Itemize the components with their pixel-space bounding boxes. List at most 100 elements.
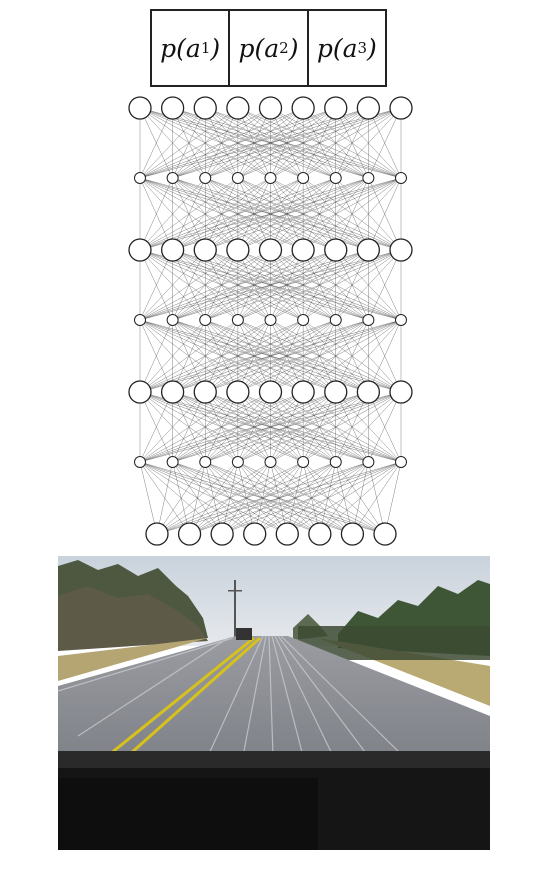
connection-line <box>139 391 336 463</box>
connection-line <box>139 107 173 179</box>
hidden-neuron-node <box>329 314 342 326</box>
connection-line <box>139 319 206 393</box>
neuron-node <box>356 380 381 404</box>
connection-line <box>139 177 304 251</box>
hidden-neuron-node <box>231 172 244 184</box>
connection-line <box>237 319 402 393</box>
hidden-neuron-node <box>166 172 179 184</box>
connection-line <box>237 249 402 321</box>
connection-line <box>156 461 239 535</box>
connection-line <box>139 107 271 179</box>
hidden-neuron-node <box>134 314 146 326</box>
neuron-node <box>356 238 381 262</box>
neuron-node <box>193 238 217 262</box>
hidden-neuron-node <box>329 172 342 184</box>
connection-line <box>302 319 402 393</box>
neuron-node <box>324 238 348 262</box>
connection-line <box>139 249 402 321</box>
neuron-node <box>258 96 283 120</box>
connection-line <box>368 177 402 251</box>
hidden-neuron-node <box>231 456 244 468</box>
left-grass <box>58 638 208 681</box>
hidden-neuron-node <box>362 172 375 184</box>
connection-line <box>139 391 402 463</box>
neuron-node <box>226 96 250 120</box>
connection-line <box>287 461 402 535</box>
connection-line <box>254 461 402 535</box>
connection-line <box>139 461 158 535</box>
connection-line <box>139 107 369 179</box>
neural-network-diagram <box>128 96 413 546</box>
neuron-node <box>258 238 283 262</box>
connection-line <box>156 461 336 535</box>
neuron-node <box>308 522 332 546</box>
connection-line <box>139 249 304 321</box>
connection-line <box>139 177 173 251</box>
connection-line <box>139 177 402 251</box>
neuron-node <box>324 96 348 120</box>
hidden-neuron-node <box>264 314 277 326</box>
neuron-node <box>128 96 152 120</box>
connection-line <box>139 177 271 251</box>
connection-line <box>319 461 402 535</box>
hidden-neuron-node <box>134 172 146 184</box>
connection-line <box>156 461 369 535</box>
connection-line <box>139 319 304 393</box>
neuron-node <box>193 96 217 120</box>
connection-line <box>270 107 402 179</box>
neuron-node <box>145 522 169 546</box>
connection-line <box>205 319 402 393</box>
neuron-node <box>258 380 283 404</box>
neuron-node <box>210 522 234 546</box>
hidden-neuron-node <box>264 456 277 468</box>
neuron-node <box>356 96 381 120</box>
connection-line <box>302 177 402 251</box>
connection-line <box>139 107 402 179</box>
connection-line <box>172 177 402 251</box>
connection-line <box>156 461 271 535</box>
connection-line <box>270 391 402 463</box>
connection-line <box>172 391 402 463</box>
connection-line <box>237 107 402 179</box>
connection-line <box>189 461 402 535</box>
hidden-neuron-node <box>231 314 244 326</box>
connection-line <box>172 107 402 179</box>
neuron-node <box>243 522 267 546</box>
connection-line <box>139 391 206 463</box>
connection-line <box>139 177 206 251</box>
hidden-neuron-node <box>297 314 310 326</box>
connection-line <box>139 177 369 251</box>
connection-line <box>139 391 239 463</box>
connection-line <box>139 249 239 321</box>
neuron-node <box>160 380 185 404</box>
neuron-node <box>160 96 185 120</box>
connection-line <box>156 461 304 535</box>
neuron-node <box>340 522 365 546</box>
hidden-neuron-node <box>362 456 375 468</box>
hidden-neuron-node <box>199 456 212 468</box>
double-yellow-line <box>109 636 261 756</box>
connection-line <box>237 391 402 463</box>
road-camera-image <box>58 556 490 850</box>
neuron-node <box>373 522 397 546</box>
dashboard-panel <box>58 778 318 850</box>
connection-line <box>368 391 402 463</box>
hidden-neuron-node <box>395 456 407 468</box>
neuron-node <box>389 238 413 262</box>
connection-line <box>302 391 402 463</box>
connection-line <box>335 319 402 393</box>
hidden-neuron-node <box>297 172 310 184</box>
hidden-neuron-node <box>329 456 342 468</box>
connection-line <box>139 391 173 463</box>
hidden-neuron-node <box>264 172 277 184</box>
connection-line <box>139 249 206 321</box>
connection-line <box>139 249 336 321</box>
hidden-neuron-node <box>134 456 146 468</box>
connection-line <box>368 249 402 321</box>
neuron-node <box>389 380 413 404</box>
neuron-node <box>128 380 152 404</box>
road-lane-markings <box>58 635 404 757</box>
neuron-node <box>275 522 299 546</box>
